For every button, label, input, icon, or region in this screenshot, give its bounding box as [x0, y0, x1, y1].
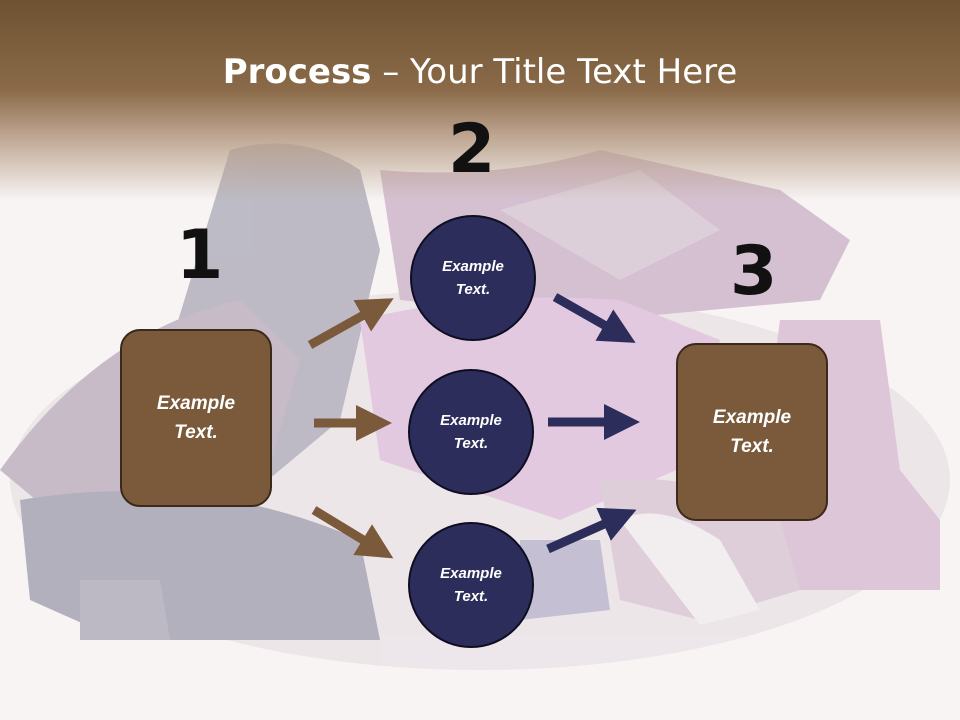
slide-title-rest: – Your Title Text Here — [371, 52, 738, 92]
circle-node-2[interactable]: Example Text. — [408, 369, 534, 495]
slide-title: Process – Your Title Text Here — [0, 52, 960, 92]
slide-title-bold: Process — [222, 52, 372, 92]
circle-node-1[interactable]: Example Text. — [410, 215, 536, 341]
start-box-text: Example Text. — [156, 393, 236, 443]
circle-node-1-text: Example Text. — [442, 258, 504, 298]
circle-node-3-text: Example Text. — [440, 565, 502, 605]
step-number-3: 3 — [730, 232, 778, 311]
step-number-2: 2 — [448, 110, 496, 189]
end-box-text: Example Text. — [712, 407, 792, 457]
circle-node-3[interactable]: Example Text. — [408, 522, 534, 648]
title-band — [0, 0, 960, 200]
step-number-1: 1 — [176, 216, 224, 295]
start-box[interactable]: Example Text. — [120, 329, 272, 507]
end-box[interactable]: Example Text. — [676, 343, 828, 521]
circle-node-2-text: Example Text. — [440, 412, 502, 452]
